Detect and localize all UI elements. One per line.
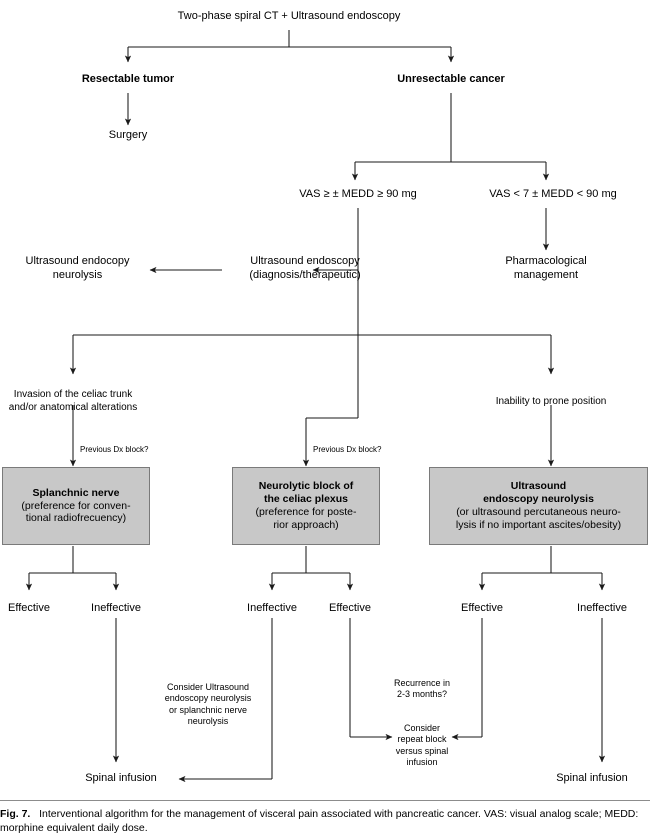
node-pharmacological-line2: management <box>513 268 579 281</box>
node-vas-low: VAS < 7 ± MEDD < 90 mg <box>460 188 646 202</box>
box-splanchnic-line2: (preference for conven- <box>21 499 131 512</box>
node-inability-prone-position: Inability to prone position <box>471 396 631 409</box>
node-unresectable-cancer-label: Unresectable cancer <box>397 73 505 85</box>
node-surgery: Surgery <box>68 129 188 143</box>
node-inability-prone-label: Inability to prone position <box>495 396 607 407</box>
node-ultrasound-endoscopy-diagnostic: Ultrasound endoscopy (diagnosis/therapeu… <box>215 255 395 283</box>
outcome-mid-effective: Effective <box>306 602 394 616</box>
figure-caption: Fig. 7. Interventional algorithm for the… <box>0 801 650 835</box>
note-consider-us-line2: endoscopy neurolysis <box>164 693 252 704</box>
box-ultrasound-line3: (or ultrasound percutaneous neuro- <box>456 506 621 518</box>
outcome-mid-effective-label: Effective <box>329 602 371 614</box>
outcome-left-effective: Effective <box>0 602 74 616</box>
outcome-right-effective: Effective <box>438 602 526 616</box>
node-vas-high-label: VAS ≥ ± MEDD ≥ 90 mg <box>299 188 417 200</box>
outcome-mid-ineffective: Ineffective <box>224 602 320 616</box>
note-recurrence-question: Recurrence in 2-3 months? <box>373 678 471 701</box>
node-vas-high: VAS ≥ ± MEDD ≥ 90 mg <box>265 188 451 202</box>
box-ultrasound-title-line1: Ultrasound <box>510 480 567 493</box>
note-repeat-block-line2: repeat block <box>397 734 447 745</box>
node-invasion-line1: Invasion of the celiac trunk <box>13 389 133 400</box>
note-repeat-block-line1: Consider <box>403 723 441 733</box>
outcome-mid-ineffective-label: Ineffective <box>247 602 297 614</box>
figure-label: Fig. 7. <box>0 808 31 820</box>
outcome-left-effective-label: Effective <box>8 602 50 614</box>
box-neurolytic-title-line2: the celiac plexus <box>263 493 349 506</box>
note-repeat-block-line4: infusion <box>406 756 438 767</box>
node-vas-low-label: VAS < 7 ± MEDD < 90 mg <box>489 188 617 200</box>
figure-caption-text: Interventional algorithm for the managem… <box>0 808 639 835</box>
node-us-endocopy-neuro-line2: neurolysis <box>52 268 103 281</box>
node-unresectable-cancer: Unresectable cancer <box>371 73 531 87</box>
outcome-left-ineffective-label: Ineffective <box>91 602 141 614</box>
box-neurolytic-line3: (preference for poste- <box>255 506 357 518</box>
box-neurolytic-celiac-plexus[interactable]: Neurolytic block of the celiac plexus (p… <box>232 467 380 545</box>
node-invasion-line2: and/or anatomical alterations <box>8 401 138 413</box>
figure-caption-block: Fig. 7. Interventional algorithm for the… <box>0 800 650 835</box>
note-consider-ultrasound-neurolysis: Consider Ultrasound endoscopy neurolysis… <box>143 682 273 727</box>
node-root-label: Two-phase spiral CT + Ultrasound endosco… <box>177 10 401 22</box>
caption-divider <box>0 800 650 801</box>
node-spinal-infusion-right: Spinal infusion <box>534 772 650 786</box>
node-invasion-celiac-trunk: Invasion of the celiac trunk and/or anat… <box>0 389 158 414</box>
box-neurolytic-title-line1: Neurolytic block of <box>258 480 354 493</box>
node-pharmacological-line1: Pharmacological <box>505 255 587 267</box>
node-ultrasound-endocopy-neurolysis: Ultrasound endocopy neurolysis <box>5 255 150 283</box>
note-recurrence-line2: 2-3 months? <box>396 689 448 700</box>
box-neurolytic-line4: rior approach) <box>273 518 339 531</box>
node-resectable-tumor-label: Resectable tumor <box>81 73 175 85</box>
box-ultrasound-endoscopy-neurolysis[interactable]: Ultrasound endoscopy neurolysis (or ultr… <box>429 467 648 545</box>
note-consider-us-line4: neurolysis <box>187 715 229 726</box>
label-previous-dx-block-left: Previous Dx block? <box>80 445 172 455</box>
box-splanchnic-title: Splanchnic nerve <box>32 486 120 499</box>
outcome-left-ineffective: Ineffective <box>68 602 164 616</box>
label-previous-dx-block-mid-text: Previous Dx block? <box>313 445 382 454</box>
label-previous-dx-block-left-text: Previous Dx block? <box>80 445 149 454</box>
node-spinal-infusion-left-label: Spinal infusion <box>85 772 157 784</box>
note-recurrence-line1: Recurrence in <box>393 678 451 688</box>
box-splanchnic-line3: tional radiofrecuency) <box>25 512 127 525</box>
box-ultrasound-title-line2: endoscopy neurolysis <box>483 493 594 506</box>
box-splanchnic-nerve[interactable]: Splanchnic nerve (preference for conven-… <box>2 467 150 545</box>
label-previous-dx-block-mid: Previous Dx block? <box>313 445 405 455</box>
node-us-endocopy-neuro-line1: Ultrasound endocopy <box>25 255 130 267</box>
box-ultrasound-line4: lysis if no important ascites/obesity) <box>455 518 622 531</box>
outcome-right-ineffective: Ineffective <box>554 602 650 616</box>
node-surgery-label: Surgery <box>108 129 148 141</box>
outcome-right-effective-label: Effective <box>461 602 503 614</box>
note-repeat-block-line3: versus spinal <box>395 745 449 756</box>
note-consider-repeat-block: Consider repeat block versus spinal infu… <box>373 723 471 768</box>
node-root: Two-phase spiral CT + Ultrasound endosco… <box>139 10 439 24</box>
node-pharmacological-management: Pharmacological management <box>471 255 621 283</box>
node-spinal-infusion-right-label: Spinal infusion <box>556 772 628 784</box>
node-resectable-tumor: Resectable tumor <box>48 73 208 87</box>
node-spinal-infusion-left: Spinal infusion <box>62 772 180 786</box>
node-us-endoscopy-diag-line1: Ultrasound endoscopy <box>250 255 360 267</box>
outcome-right-ineffective-label: Ineffective <box>577 602 627 614</box>
note-consider-us-line3: or splanchnic nerve <box>168 704 248 715</box>
note-consider-us-line1: Consider Ultrasound <box>166 682 250 692</box>
node-us-endoscopy-diag-line2: (diagnosis/therapeutic) <box>249 268 361 281</box>
